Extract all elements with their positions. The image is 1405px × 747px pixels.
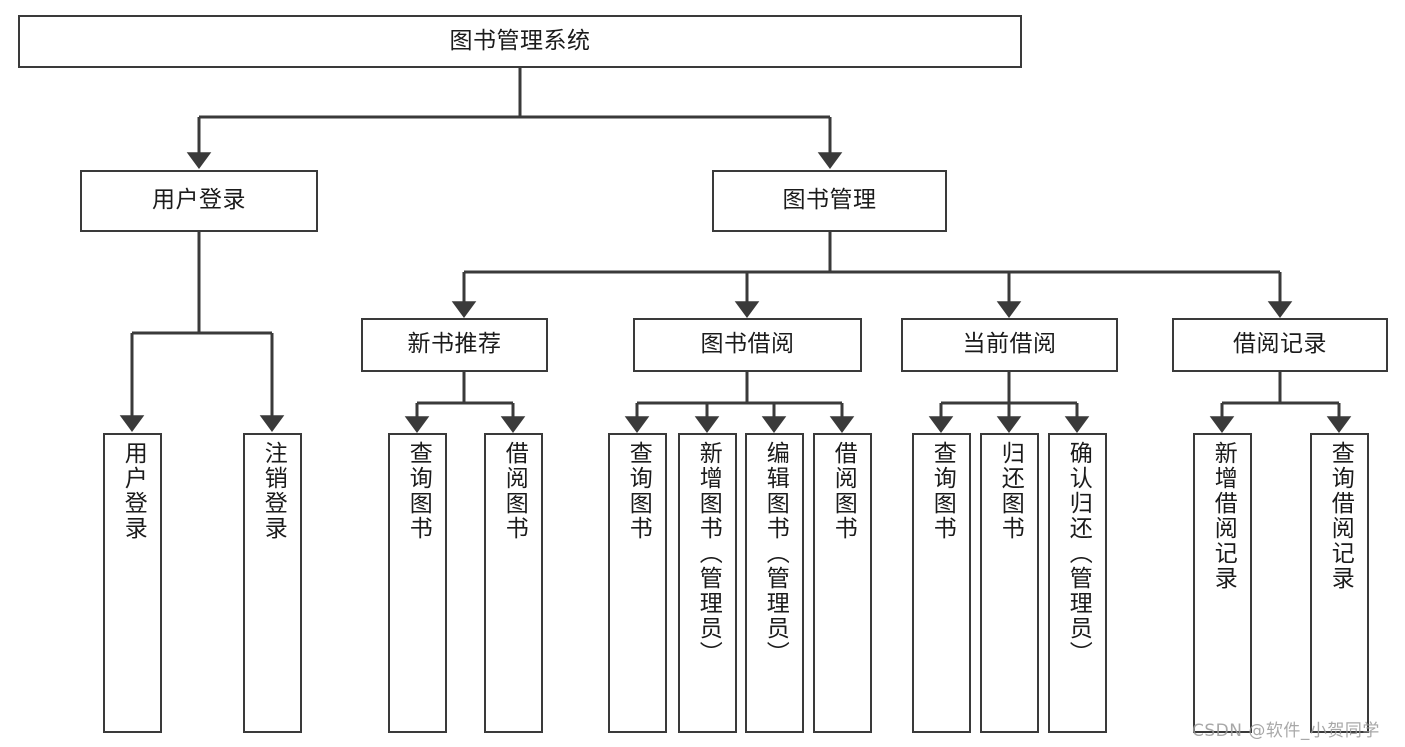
node-book-management[interactable]: 图书管理	[712, 170, 947, 232]
node-label: 查询借阅记录	[1327, 441, 1354, 591]
leaf-current-return-book[interactable]: 归还图书	[980, 433, 1039, 733]
node-label: 查询图书	[929, 441, 956, 541]
leaf-user-login-logout[interactable]: 注销登录	[243, 433, 302, 733]
leaf-record-query[interactable]: 查询借阅记录	[1310, 433, 1369, 733]
node-label: 查询图书	[405, 441, 432, 541]
node-label: 新增借阅记录	[1210, 441, 1237, 591]
node-user-login[interactable]: 用户登录	[80, 170, 318, 232]
leaf-borrow-edit-book[interactable]: 编辑图书（管理员）	[745, 433, 804, 733]
leaf-borrow-query-book[interactable]: 查询图书	[608, 433, 667, 733]
node-label: 图书管理	[782, 187, 877, 214]
leaf-new-book-borrow[interactable]: 借阅图书	[484, 433, 543, 733]
node-label: 图书借阅	[700, 331, 795, 358]
node-label: 借阅图书	[830, 441, 857, 541]
node-label: 借阅图书	[501, 441, 528, 541]
node-label: 编辑图书（管理员）	[762, 441, 789, 666]
leaf-current-query-book[interactable]: 查询图书	[912, 433, 971, 733]
node-label: 注销登录	[260, 441, 287, 541]
node-current-borrow[interactable]: 当前借阅	[901, 318, 1118, 372]
node-label: 图书管理系统	[449, 27, 591, 54]
leaf-borrow-borrow-book[interactable]: 借阅图书	[813, 433, 872, 733]
node-root-system[interactable]: 图书管理系统	[18, 15, 1022, 68]
node-new-book-recommend[interactable]: 新书推荐	[361, 318, 548, 372]
leaf-record-add[interactable]: 新增借阅记录	[1193, 433, 1252, 733]
watermark: CSDN @软件_小贺同学	[1192, 721, 1380, 741]
node-label: 新增图书（管理员）	[695, 441, 722, 666]
node-label: 当前借阅	[962, 331, 1057, 358]
node-label: 用户登录	[120, 441, 147, 541]
leaf-new-book-query[interactable]: 查询图书	[388, 433, 447, 733]
node-borrow-record[interactable]: 借阅记录	[1172, 318, 1388, 372]
node-label: 确认归还（管理员）	[1065, 441, 1092, 666]
node-label: 归还图书	[997, 441, 1024, 541]
node-label: 借阅记录	[1233, 331, 1327, 358]
node-label: 查询图书	[625, 441, 652, 541]
node-label: 用户登录	[152, 187, 246, 214]
node-label: 新书推荐	[407, 331, 502, 358]
leaf-user-login-login[interactable]: 用户登录	[103, 433, 162, 733]
node-book-borrow[interactable]: 图书借阅	[633, 318, 862, 372]
leaf-borrow-add-book[interactable]: 新增图书（管理员）	[678, 433, 737, 733]
leaf-current-confirm-return[interactable]: 确认归还（管理员）	[1048, 433, 1107, 733]
